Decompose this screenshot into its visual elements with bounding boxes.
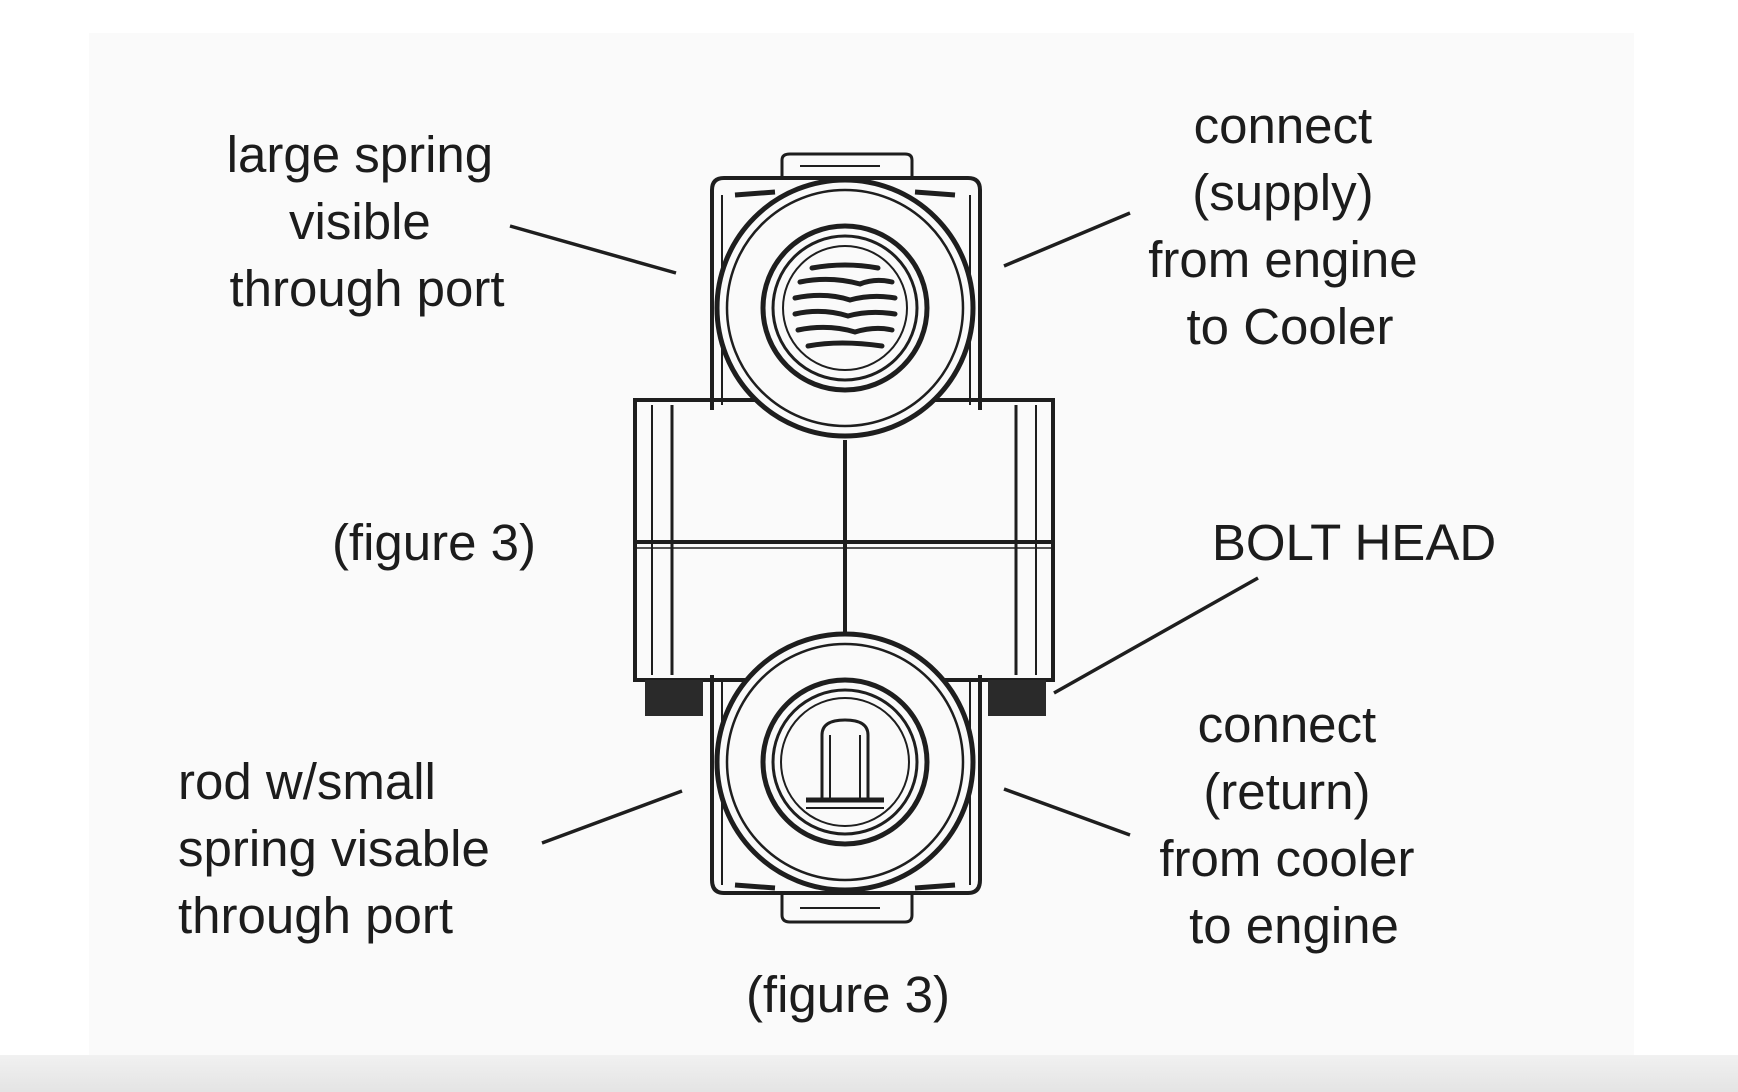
label-large-spring-line-2: visible	[289, 193, 431, 250]
large-spring	[792, 262, 898, 349]
label-large-spring: large spring visible through port	[227, 126, 508, 317]
label-return-line-1: connect	[1198, 696, 1377, 753]
label-supply-line-3: from engine	[1148, 231, 1417, 288]
figure-caption: (figure 3)	[746, 966, 950, 1023]
label-supply-line-1: connect	[1194, 97, 1373, 154]
label-large-spring-line-1: large spring	[227, 126, 493, 183]
label-figure-mid: (figure 3)	[332, 514, 536, 571]
label-rod-spring: rod w/small spring visable through port	[178, 753, 504, 944]
leader-bolt-head	[1053, 576, 1259, 695]
small-spring-rod	[806, 718, 884, 809]
label-return-line-2: (return)	[1203, 763, 1370, 820]
label-bolt-head: BOLT HEAD	[1212, 514, 1496, 571]
bottom-band	[0, 1055, 1738, 1092]
label-supply: connect (supply) from engine to Cooler	[1148, 97, 1432, 355]
label-large-spring-line-3: through port	[229, 260, 504, 317]
label-return: connect (return) from cooler to engine	[1159, 696, 1428, 954]
label-supply-line-4: to Cooler	[1187, 298, 1394, 355]
label-rod-spring-line-3: through port	[178, 887, 453, 944]
leader-rod-spring	[541, 789, 683, 845]
leader-return	[1003, 787, 1131, 837]
label-return-line-3: from cooler	[1159, 830, 1414, 887]
bolt-heads	[645, 680, 1046, 716]
label-rod-spring-line-1: rod w/small	[178, 753, 436, 810]
upper-port	[714, 177, 976, 439]
label-rod-spring-line-2: spring visable	[178, 820, 490, 877]
leader-supply	[1003, 211, 1131, 268]
label-supply-line-2: (supply)	[1192, 164, 1373, 221]
lower-port	[714, 631, 976, 893]
label-return-line-4: to engine	[1189, 897, 1399, 954]
leader-large-spring	[509, 224, 677, 275]
